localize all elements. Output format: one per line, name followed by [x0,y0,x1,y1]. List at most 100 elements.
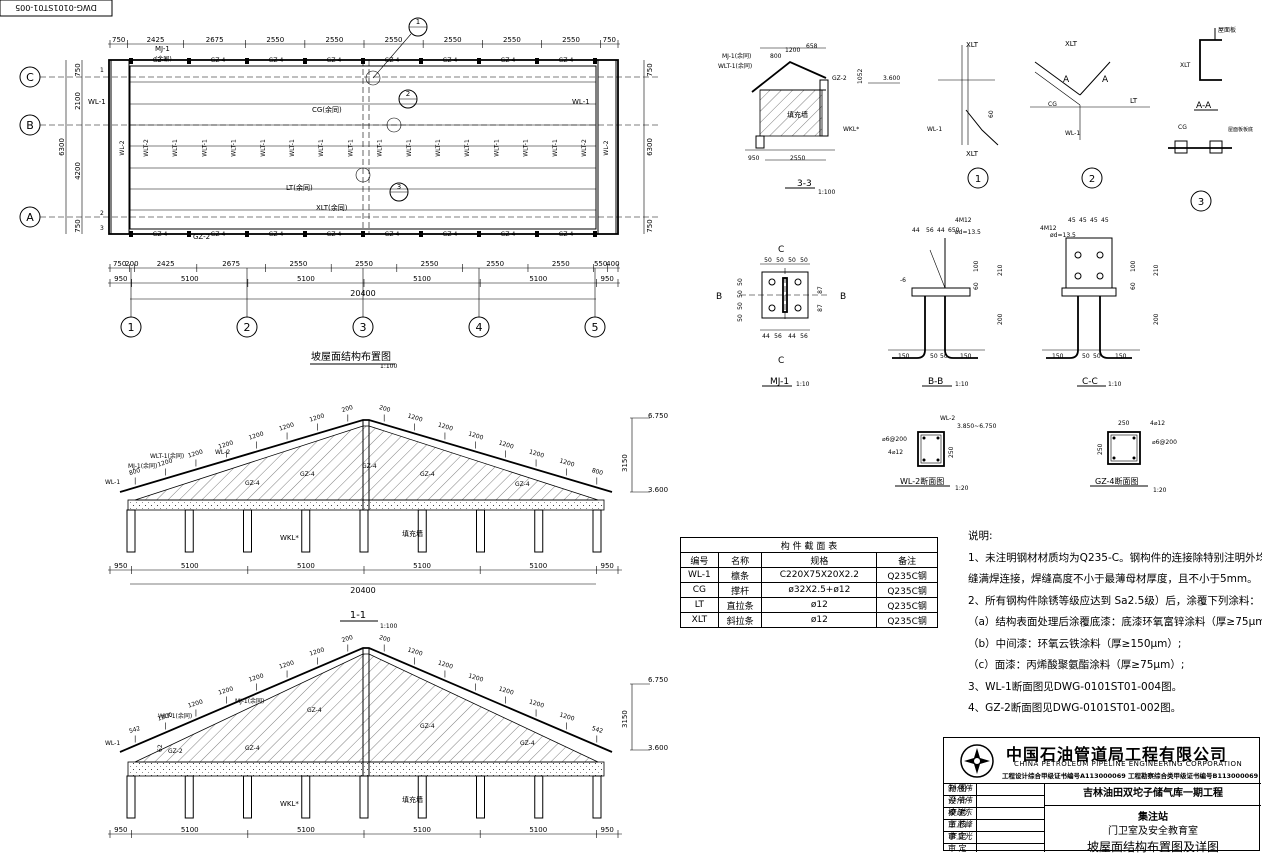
dim-text: 5100 [181,275,199,283]
plan-gz4-label: GZ-4 [211,57,226,64]
node3-xlt: XLT [1180,62,1191,69]
drawing-number-stamp: DWG-0101ST01-005 [0,0,113,17]
wl2-title: WL-2断面图 [900,476,944,486]
roof-panel-dim: 1200 [157,711,174,722]
roof-panel-dim: 1200 [559,457,576,468]
mj1-title: MJ-1 [770,377,789,387]
plan-cg-label: CG(余同) [312,105,342,114]
node-1: XLT WL-1 XLT 60 1 [927,41,999,189]
axis-5: 5 [592,321,599,334]
roof-panel-dim: 1200 [278,659,295,670]
section-column [184,775,194,819]
mj1-dim: 50 [737,302,744,310]
subproject-station: 集注站 [1138,812,1168,823]
cc-bolt: 4M12 [1040,225,1057,232]
mj1-dim: 44 [788,333,796,340]
axis-a: A [26,211,34,224]
dim-text: 2675 [222,260,240,268]
node1-xlt-bottom: XLT [966,150,979,158]
bb-dim-50a: 50 [930,353,938,360]
cc-hole: ød=13.5 [1050,232,1076,239]
roof-panel-dim: 1200 [437,421,454,432]
dim-text: 750 [112,36,125,44]
mj1-cut-top: C [778,245,784,255]
divider [976,783,977,852]
bb-dim-60: 60 [973,282,980,290]
company-name-cn: 中国石油管道局工程有限公司 [1006,745,1228,764]
drawing-number: DWG-0101ST01-005 [15,3,97,12]
node1-dim-a: 60 [988,110,995,118]
plan-gz4-label: GZ-4 [269,57,284,64]
section-column [534,509,544,553]
bb-dim-100: 100 [973,260,980,272]
plan-wl1-left: WL-1 [88,98,106,106]
roof-panel-dim: 1200 [498,685,515,696]
note-line: 1、未注明钢材材质均为Q235-C。钢构件的连接除特别注明外均为角焊 [968,551,1262,564]
roof-panel-dim: 1200 [309,412,326,423]
gz4-post [593,231,597,237]
gz4-post [361,58,365,64]
node2-a-right: A [1102,75,1109,85]
table-cell: ø12 [761,597,878,613]
gz4-scale: 1:20 [1153,487,1167,494]
wl2-elev: 3.850~6.750 [957,423,997,430]
sign-row: 审 核王正峰 [944,819,1044,832]
section-3-3: 800 1200 658 950 2550 1052 MJ-1(余同) WLT-… [718,43,900,196]
bb-scale: 1:10 [955,381,969,388]
role-label: 审 定 [948,844,967,853]
dim-text: 2550 [562,36,580,44]
mj1-b-left: B [716,292,722,302]
plan-mj-note: (余同) [155,55,172,63]
section-column [476,775,485,819]
node2-a-left: A [1063,75,1070,85]
project-name: 吉林油田双坨子储气库一期工程 [1045,783,1261,806]
dim-text: 2550 [486,260,504,268]
gz4-stirrup: ⌀6@200 [1152,439,1177,446]
plan-wlt-label: WLT-1 [231,139,238,157]
dim-text: 400 [606,260,619,268]
sec33-title: 3-3 [797,179,812,189]
plan-wlt-label: WLT-1 [464,139,471,157]
wl2-dim-h: 250 [948,446,955,458]
roof-panel-dim: 1200 [157,457,174,468]
sec11-height: 3150 [621,454,629,472]
cc-dim-45d: 45 [1101,217,1109,224]
wl2-section: WL-2 3.850~6.750 ⌀6@200 4⌀12 250 WL-2断面图… [882,415,997,492]
table-cell: 撑杆 [717,582,763,598]
gz4-post [129,231,133,237]
plan-wlt-label: WLT-1 [377,139,384,157]
plan-n1: 1 [100,67,104,74]
cc-dim-45c: 45 [1090,217,1098,224]
table-cell: WL-1 [680,567,719,583]
table-cell: Q235C钢 [876,582,938,598]
plan-lt-label: LT(余同) [286,183,313,192]
drawing-title: 坡屋面结构布置图及详图 [1086,840,1219,854]
axis-c: C [26,71,34,84]
sec22-wlt: WLT-1(余同) [158,712,192,720]
cc-dim-150a: 150 [1052,353,1064,360]
plan-wl2-left: WL-2 [119,140,126,155]
section-column [126,775,136,819]
node2-mark: 2 [1089,174,1095,185]
sec11-wl2: WL-2 [215,449,230,456]
node3-roof-board: 屋面板 [1218,26,1236,34]
plan-scale: 1:100 [380,363,397,370]
node3-board-bottom: 屋面板板底 [1228,126,1253,133]
bb-dim-650: 650 [948,227,960,234]
dim-text: 2550 [503,36,521,44]
plan-gz4-label: GZ-4 [443,231,458,238]
sec11-total: 20400 [350,586,375,595]
sec22-gz4a: GZ-4 [245,745,260,752]
roof-panel-dim: 1200 [187,448,204,459]
sec22-mj: MJ-1(余同) [235,697,264,705]
sec22-dim-62: 62 [157,744,164,752]
gz4-post [419,58,423,64]
title-block: 中国石油管道局工程有限公司 CHINA PETROLEUM PIPELINE E… [943,737,1261,854]
dim-text: 950 [114,275,127,283]
plan-gz4-label: GZ-4 [269,231,284,238]
gz4-dim-w: 250 [1118,420,1130,427]
